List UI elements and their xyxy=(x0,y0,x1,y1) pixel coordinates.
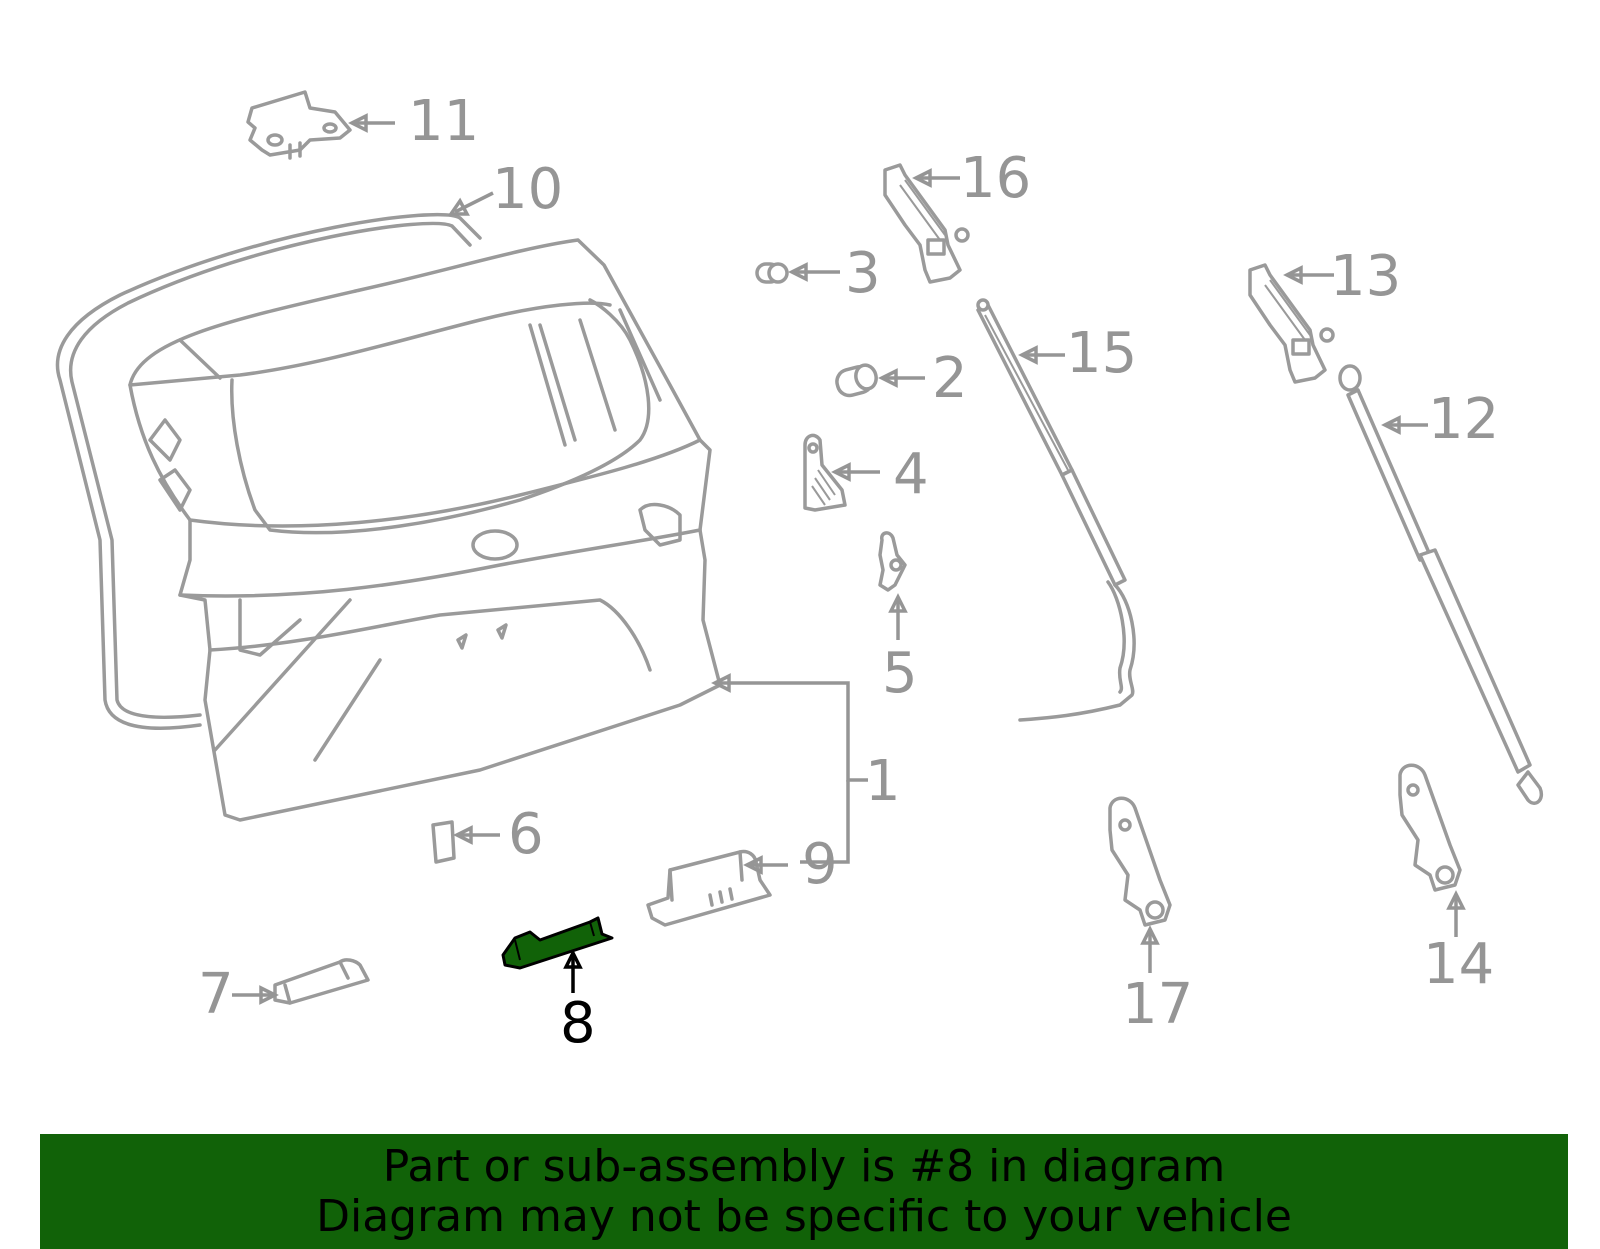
callout-7: 7 xyxy=(198,962,234,1027)
part-2-cushion xyxy=(835,363,878,398)
part-1-liftgate xyxy=(128,238,722,822)
info-banner: Part or sub-assembly is #8 in diagram Di… xyxy=(40,1134,1568,1249)
callout-1: 1 xyxy=(865,749,901,814)
leader-lines xyxy=(232,113,1466,1005)
callout-11: 11 xyxy=(408,89,479,154)
callout-5: 5 xyxy=(882,641,918,706)
callout-6: 6 xyxy=(508,802,544,867)
callout-17: 17 xyxy=(1122,972,1193,1037)
callout-9: 9 xyxy=(802,832,838,897)
part-11-hinge xyxy=(246,90,352,160)
part-10-weatherstrip xyxy=(55,212,482,730)
callout-16: 16 xyxy=(960,146,1031,211)
part-15-power-strut xyxy=(976,298,1136,722)
part-5-clip xyxy=(878,531,907,592)
part-7-lamp xyxy=(273,958,370,1005)
callout-8: 8 xyxy=(560,991,596,1056)
callout-4: 4 xyxy=(893,442,929,507)
callout-10: 10 xyxy=(492,157,563,222)
part-16-bracket xyxy=(883,163,970,284)
callout-labels: 11 10 16 3 13 15 2 12 4 5 1 6 9 7 8 17 1… xyxy=(198,89,1499,1056)
parts-diagram: 11 10 16 3 13 15 2 12 4 5 1 6 9 7 8 17 1… xyxy=(55,89,1543,1056)
part-13-bracket xyxy=(1248,263,1335,384)
callout-3: 3 xyxy=(845,241,881,306)
callout-13: 13 xyxy=(1330,244,1401,309)
part-6-pad xyxy=(431,820,456,864)
part-4-bracket xyxy=(803,433,847,512)
part-14-bracket xyxy=(1398,763,1462,892)
banner-line-disclaimer: Diagram may not be specific to your vehi… xyxy=(316,1190,1292,1242)
part-17-bracket xyxy=(1108,796,1172,927)
banner-line-part-number: Part or sub-assembly is #8 in diagram xyxy=(382,1140,1226,1192)
callout-14: 14 xyxy=(1423,932,1494,997)
part-12-gas-strut xyxy=(1338,364,1543,805)
callout-2: 2 xyxy=(932,346,968,411)
part-8-highlighted-lamp xyxy=(501,916,614,970)
part-3-bumper xyxy=(755,262,789,284)
callout-15: 15 xyxy=(1066,321,1137,386)
callout-12: 12 xyxy=(1428,387,1499,452)
